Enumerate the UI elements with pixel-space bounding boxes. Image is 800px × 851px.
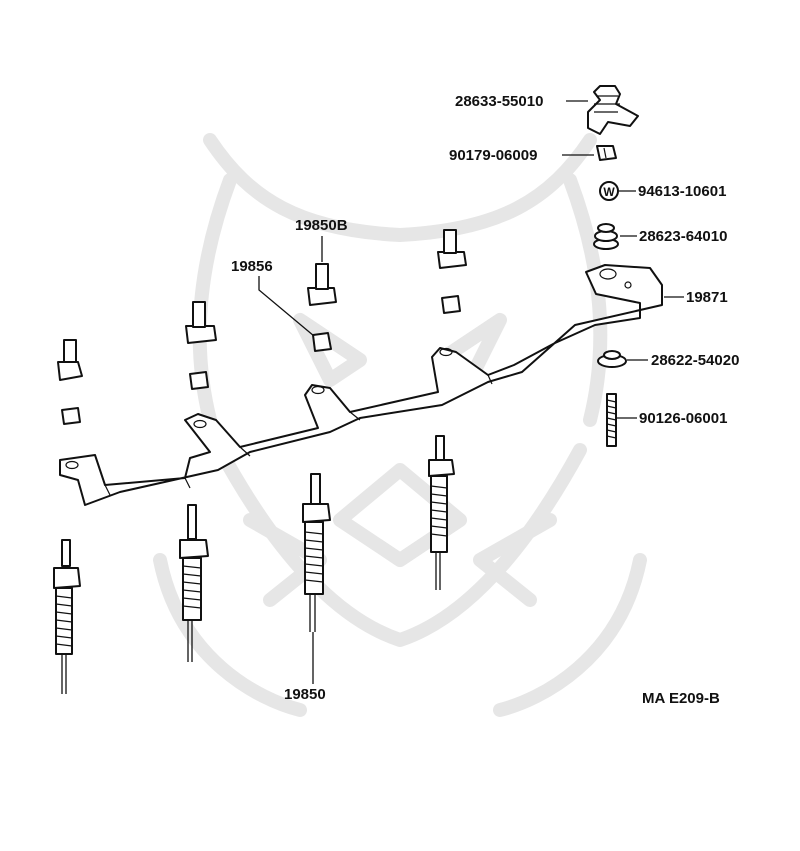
label-28633: 28633-55010 (455, 93, 543, 110)
nut-19856-4 (441, 295, 461, 314)
glow-plug-2 (179, 504, 209, 662)
terminal-19850b-4 (437, 229, 467, 269)
nut-19856-1 (61, 407, 81, 425)
label-28623: 28623-64010 (639, 228, 727, 245)
washer-94613: W (599, 181, 619, 201)
label-90126: 90126-06001 (639, 410, 727, 427)
terminal-19850b-3 (307, 263, 337, 306)
insulator-28622 (597, 350, 627, 368)
label-94613: 94613-10601 (638, 183, 726, 200)
insulator-28623 (593, 223, 619, 250)
glow-plug-3 (302, 473, 331, 632)
terminal-19850b-2 (185, 301, 217, 344)
nut-90179 (596, 145, 617, 161)
label-28622: 28622-54020 (651, 352, 739, 369)
label-19856: 19856 (231, 258, 273, 275)
glow-plug-4 (428, 435, 455, 590)
label-19871: 19871 (686, 289, 728, 306)
watermark-emblem (153, 133, 647, 717)
terminal-19850b-1 (57, 339, 83, 381)
diagram-code: MA E209-B (642, 690, 720, 707)
label-90179: 90179-06009 (449, 147, 537, 164)
terminal-cover-part (587, 85, 639, 135)
nut-19856-3 (312, 332, 332, 352)
nut-19856-2 (189, 371, 209, 390)
stud-90126 (606, 393, 617, 447)
label-19850b: 19850B (295, 217, 348, 234)
label-19850: 19850 (284, 686, 326, 703)
bus-bar-19871 (59, 264, 663, 506)
washer-mark: W (603, 185, 615, 199)
leader-lines (258, 100, 684, 684)
glow-plug-1 (53, 539, 81, 694)
